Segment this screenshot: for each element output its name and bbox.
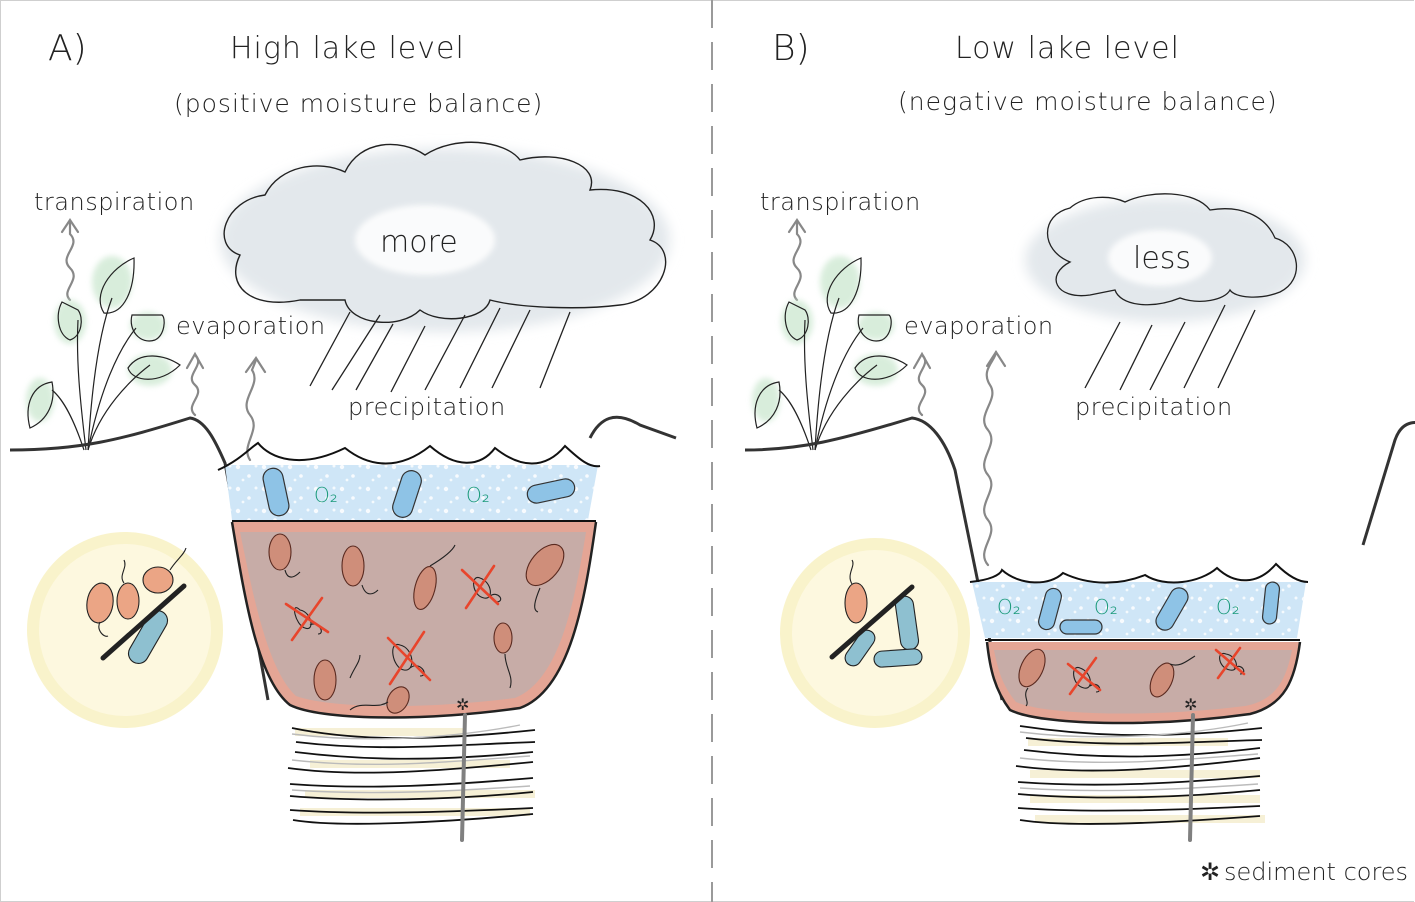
panel-a-title: High lake level [230, 31, 465, 66]
precipitation-label-a: precipitation [348, 393, 506, 421]
core-site-star-b: ✲ [1184, 695, 1197, 714]
legend: ✲ sediment cores [1200, 858, 1408, 886]
panel-a-subtitle: (positive moisture balance) [174, 89, 543, 118]
transpiration-label-b: transpiration [760, 188, 921, 216]
legend-star-icon: ✲ [1200, 858, 1220, 886]
evaporation-label-a: evaporation [176, 312, 326, 340]
cloud-less-icon: less [1025, 193, 1305, 322]
oxygen-label-a1: O₂ [314, 483, 338, 507]
oxygen-label-b1: O₂ [997, 595, 1021, 619]
cloud-more-icon: more [220, 141, 670, 332]
basin-outline-a [9, 415, 677, 701]
crossed-oxygen-icons-b [1066, 646, 1246, 696]
oxygen-label-b2: O₂ [1094, 595, 1118, 619]
panel-b-letter: B) [772, 28, 810, 69]
core-site-star-a: ✲ [456, 695, 469, 714]
sediment-layers-b [1015, 713, 1265, 842]
rain-lines-a [309, 307, 571, 393]
plant-icon [26, 256, 181, 451]
legend-text: sediment cores [1224, 858, 1408, 886]
cloud-label-less: less [1133, 241, 1191, 276]
sediment-core-b [1188, 713, 1195, 842]
oxic-water-layer-b: O₂ O₂ O₂ [969, 562, 1309, 641]
ratio-inset-a [27, 532, 223, 728]
transpiration-label-a: transpiration [34, 188, 195, 216]
panel-b: B) Low lake level (negative moisture bal… [744, 28, 1415, 886]
plant-icon-b [752, 256, 908, 451]
panel-a: A) High lake level (positive moisture ba… [9, 28, 677, 842]
oxic-water-layer-a: O₂ O₂ [217, 441, 601, 522]
crossed-oxygen-icons-a [284, 564, 502, 686]
panel-b-title: Low lake level [955, 31, 1180, 66]
wavy-arrows-b [787, 218, 1007, 567]
basin-outline-b [744, 416, 1415, 701]
precipitation-label-b: precipitation [1075, 393, 1233, 421]
cloud-label-more: more [380, 225, 458, 260]
evaporation-label-b: evaporation [904, 312, 1054, 340]
oxygen-label-a2: O₂ [466, 483, 490, 507]
anoxic-water-layer-b: ✲ [985, 641, 1302, 725]
ratio-inset-b [780, 538, 970, 728]
oxygen-label-b3: O₂ [1216, 595, 1240, 619]
wavy-arrows-a [60, 218, 267, 462]
anoxic-water-layer-a: ✲ [230, 521, 598, 719]
rain-lines-b [1084, 304, 1256, 391]
panel-a-letter: A) [48, 28, 87, 69]
sediment-core-a [460, 713, 467, 842]
sediment-layers-a [287, 713, 536, 842]
panel-b-subtitle: (negative moisture balance) [898, 87, 1278, 116]
